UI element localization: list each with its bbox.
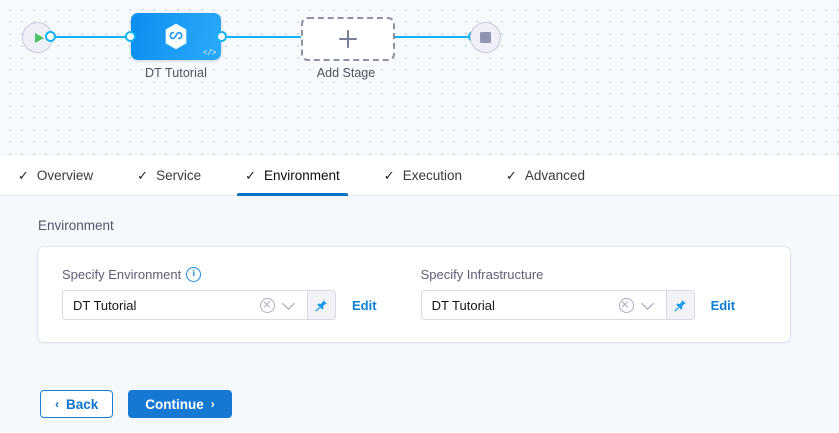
- pin-icon: [674, 299, 686, 311]
- pipeline-edge: [390, 36, 482, 38]
- tab-environment[interactable]: ✓ Environment: [237, 156, 348, 196]
- pipeline-edge: [44, 36, 142, 38]
- environment-input-group: DT Tutorial: [62, 290, 336, 320]
- specify-environment-field: Specify Environment i DT Tutorial: [62, 267, 377, 320]
- connector-port[interactable]: [216, 31, 227, 42]
- pin-icon: [315, 299, 327, 311]
- tab-label: Overview: [36, 168, 94, 183]
- add-stage-label: Add Stage: [316, 66, 376, 80]
- specify-infrastructure-row: DT Tutorial Edit: [420, 290, 736, 320]
- continue-button-label: Continue: [145, 396, 204, 412]
- environment-select[interactable]: DT Tutorial: [62, 290, 307, 320]
- check-icon: ✓: [506, 168, 517, 183]
- check-icon: ✓: [383, 168, 395, 183]
- connector-port[interactable]: [45, 31, 56, 42]
- tab-label: Execution: [402, 168, 462, 183]
- pipeline-end-node[interactable]: [470, 22, 501, 53]
- environment-value: DT Tutorial: [73, 297, 137, 313]
- pipeline-canvas[interactable]: </> DT Tutorial Add Stage: [0, 0, 839, 156]
- stage-node-dt-tutorial[interactable]: </>: [131, 13, 221, 60]
- clear-icon[interactable]: [618, 297, 634, 313]
- infrastructure-edit-link[interactable]: Edit: [710, 297, 736, 313]
- back-button-label: Back: [66, 396, 99, 412]
- chevron-right-icon: ›: [210, 397, 215, 411]
- infrastructure-input-group: DT Tutorial: [420, 290, 695, 320]
- plus-icon: [339, 30, 357, 48]
- tab-execution[interactable]: ✓ Execution: [384, 156, 462, 195]
- infrastructure-value: DT Tutorial: [431, 297, 495, 313]
- tab-label: Environment: [264, 168, 340, 183]
- clear-icon[interactable]: [260, 297, 275, 313]
- tab-label: Service: [156, 168, 202, 183]
- environment-pin-button[interactable]: [307, 290, 336, 320]
- check-icon: ✓: [18, 168, 29, 183]
- play-icon: [34, 32, 44, 43]
- add-stage-button[interactable]: [301, 17, 395, 61]
- harness-hexagon-icon: [165, 23, 187, 49]
- specify-infrastructure-label: Specify Infrastructure: [421, 267, 736, 282]
- check-icon: ✓: [137, 168, 149, 183]
- code-icon: </>: [202, 49, 217, 58]
- connector-port[interactable]: [125, 31, 136, 42]
- wizard-footer: ‹ Back Continue ›: [40, 390, 232, 418]
- tab-service[interactable]: ✓ Service: [137, 156, 201, 195]
- infrastructure-pin-button[interactable]: [665, 290, 695, 320]
- tab-label: Advanced: [524, 168, 585, 183]
- specify-infrastructure-field: Specify Infrastructure DT Tutorial: [420, 267, 736, 320]
- stage-node-label: DT Tutorial: [144, 66, 207, 80]
- specify-environment-row: DT Tutorial Edit: [62, 290, 377, 320]
- specify-environment-label: Specify Environment i: [62, 267, 377, 282]
- section-title: Environment: [38, 218, 114, 233]
- tab-advanced[interactable]: ✓ Advanced: [506, 156, 585, 195]
- environment-edit-link[interactable]: Edit: [352, 297, 377, 313]
- check-icon: ✓: [245, 168, 256, 183]
- field-label-text: Specify Infrastructure: [420, 267, 544, 282]
- back-button[interactable]: ‹ Back: [40, 390, 114, 418]
- infrastructure-select[interactable]: DT Tutorial: [420, 290, 666, 320]
- chevron-left-icon: ‹: [55, 397, 59, 411]
- stage-tab-bar: ✓ Overview ✓ Service ✓ Environment ✓ Exe…: [0, 156, 839, 196]
- info-icon[interactable]: i: [186, 267, 202, 282]
- environment-tab-content: Environment Specify Environment i DT Tut…: [0, 196, 839, 432]
- continue-button[interactable]: Continue ›: [128, 390, 232, 418]
- chevron-down-icon[interactable]: [640, 296, 654, 310]
- pipeline-edge: [210, 36, 302, 38]
- field-label-text: Specify Environment: [62, 267, 182, 282]
- tab-overview[interactable]: ✓ Overview: [18, 156, 93, 195]
- stop-icon: [480, 32, 491, 43]
- chevron-down-icon[interactable]: [282, 296, 295, 310]
- environment-card: Specify Environment i DT Tutorial: [38, 247, 790, 342]
